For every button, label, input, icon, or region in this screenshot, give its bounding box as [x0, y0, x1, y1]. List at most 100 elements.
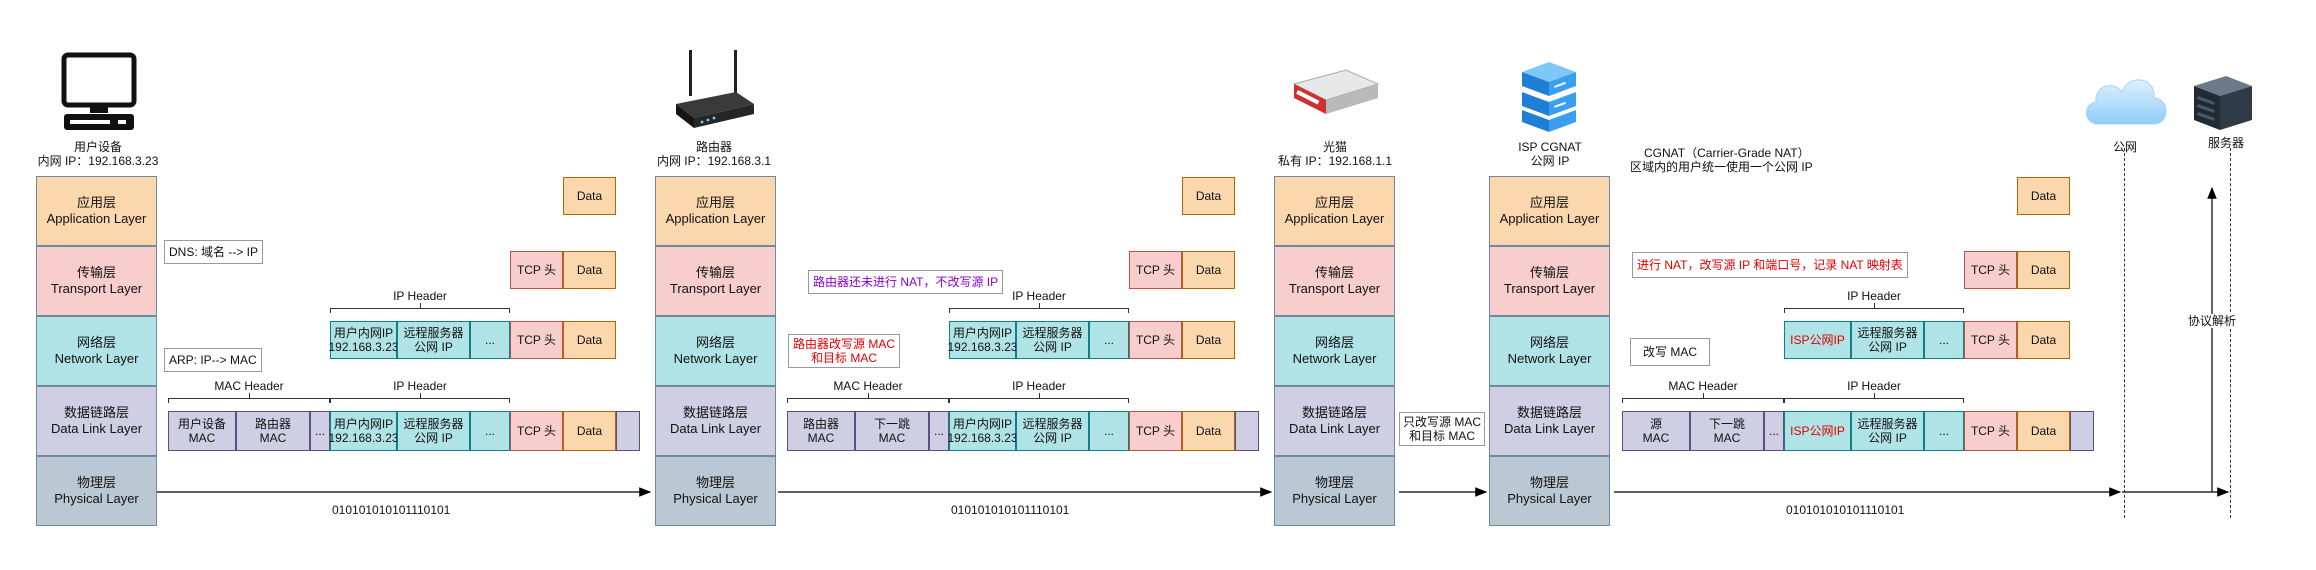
seg3-net-dst-ip: 远程服务器公网 IP	[1851, 321, 1924, 359]
seg1-bits: 010101010101110101	[332, 503, 451, 517]
seg3-net-src-ip: ISP公网IP	[1784, 321, 1851, 359]
seg2-dl-ip-brace	[949, 393, 1129, 403]
seg1-dl-ip-brace	[330, 393, 510, 403]
seg3-app-data: Data	[2017, 177, 2070, 215]
seg3-dl-trailer	[2070, 411, 2094, 451]
seg2-dl-ellipsis: ...	[929, 411, 949, 451]
computer-icon	[61, 52, 137, 130]
modem-label: 光猫私有 IP：192.168.1.1	[1277, 140, 1393, 168]
seg2-net-ip-header-label: IP Header	[1012, 289, 1066, 303]
seg1-dl-mac-header-label: MAC Header	[214, 379, 284, 393]
seg3-tr-data: Data	[2017, 251, 2070, 289]
cloud-icon	[2086, 79, 2167, 125]
seg2-dl-mac-header-label: MAC Header	[833, 379, 903, 393]
protocol-parse-label: 协议解析	[2186, 314, 2238, 328]
arp-note: ARP: IP--> MAC	[164, 348, 262, 372]
seg1-dl-data: Data	[563, 411, 616, 451]
seg1-dl-mac-brace	[168, 393, 330, 403]
modem-icon	[1292, 69, 1380, 114]
server-label: 服务器	[2207, 136, 2244, 150]
seg1-dl-dst-ip: 远程服务器公网 IP	[397, 411, 470, 451]
seg2-net-dst-ip: 远程服务器公网 IP	[1016, 321, 1089, 359]
seg3-dl-ellipsis: ...	[1764, 411, 1784, 451]
cgnat-mac-note: 改写 MAC	[1630, 338, 1711, 366]
seg1-net-data: Data	[563, 321, 616, 359]
seg3-dl-tcp: TCP 头	[1964, 411, 2017, 451]
user-device-label: 用户设备内网 IP：192.168.3.23	[37, 140, 159, 168]
seg2-net-tcp: TCP 头	[1129, 321, 1182, 359]
router-icon	[676, 50, 754, 128]
seg2-dl-data: Data	[1182, 411, 1235, 451]
seg3-dl-data: Data	[2017, 411, 2070, 451]
seg1-net-dst-ip: 远程服务器公网 IP	[397, 321, 470, 359]
seg3-dl-mac-brace	[1622, 393, 1784, 403]
cgnat-description: CGNAT（Carrier-Grade NAT）区域内的用户统一使用一个公网 I…	[1630, 146, 1813, 174]
seg2-dl-dst-ip: 远程服务器公网 IP	[1016, 411, 1089, 451]
seg1-net-tcp: TCP 头	[510, 321, 563, 359]
seg2-dl-mac-brace	[787, 393, 949, 403]
seg2-dl-tcp: TCP 头	[1129, 411, 1182, 451]
seg3-net-ellipsis: ...	[1924, 321, 1964, 359]
seg3-dl-ip-brace	[1784, 393, 1964, 403]
server-icon	[2194, 76, 2252, 130]
seg2-dl-trailer	[1235, 411, 1259, 451]
seg2-dl-ellipsis-ip: ...	[1089, 411, 1129, 451]
seg3-dl-dst-ip: 远程服务器公网 IP	[1851, 411, 1924, 451]
seg2-net-data: Data	[1182, 321, 1235, 359]
seg3-dl-src-ip: ISP公网IP	[1784, 411, 1851, 451]
seg2-tr-data: Data	[1182, 251, 1235, 289]
seg1-dl-ellipsis: ...	[310, 411, 330, 451]
seg2-app-data: Data	[1182, 177, 1235, 215]
seg2-bits: 010101010101110101	[951, 503, 1070, 517]
seg1-net-ellipsis: ...	[470, 321, 510, 359]
internet-label: 公网	[2112, 140, 2137, 154]
seg3-net-ip-header-label: IP Header	[1847, 289, 1901, 303]
seg3-dl-ellipsis-ip: ...	[1924, 411, 1964, 451]
seg2-net-ellipsis: ...	[1089, 321, 1129, 359]
seg3-dl-ip-header-label: IP Header	[1847, 379, 1901, 393]
seg3-net-data: Data	[2017, 321, 2070, 359]
seg3-net-ip-brace	[1784, 303, 1964, 313]
cgnat-nat-note: 进行 NAT，改写源 IP 和端口号，记录 NAT 映射表	[1632, 252, 1908, 278]
router-label: 路由器内网 IP：192.168.3.1	[656, 140, 772, 168]
seg1-dl-trailer	[616, 411, 640, 451]
router-no-nat-note: 路由器还未进行 NAT，不改写源 IP	[808, 270, 1004, 294]
internet-dashed-line	[2124, 148, 2125, 518]
seg1-dl-tcp: TCP 头	[510, 411, 563, 451]
seg1-net-ip-header-label: IP Header	[393, 289, 447, 303]
seg2-dl-ip-header-label: IP Header	[1012, 379, 1066, 393]
seg3-bits: 010101010101110101	[1786, 503, 1905, 517]
seg1-app-data: Data	[563, 177, 616, 215]
seg1-tr-data: Data	[563, 251, 616, 289]
seg2-tr-tcp: TCP 头	[1129, 251, 1182, 289]
